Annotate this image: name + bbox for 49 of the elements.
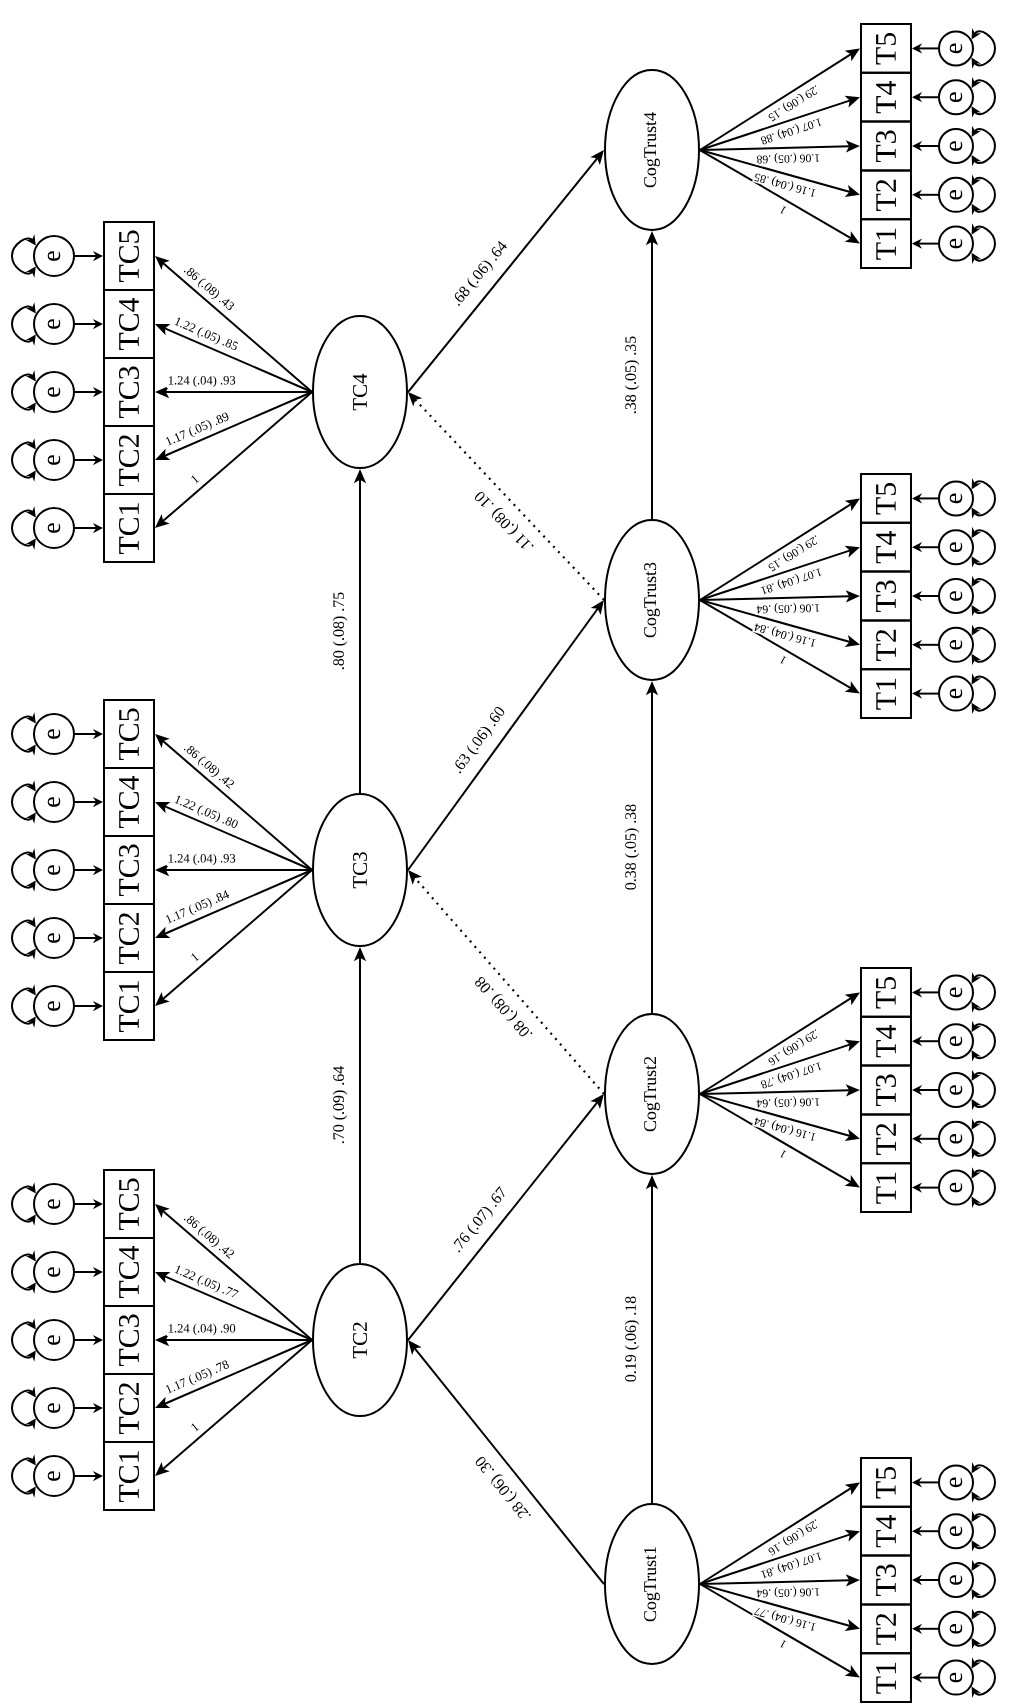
- indicator-box: TC1: [103, 1441, 155, 1511]
- indicator-box: TC4: [103, 1237, 155, 1307]
- ellipse-node: TC3: [312, 793, 408, 947]
- indicator-box: T4: [860, 1015, 912, 1067]
- arrow: [155, 1339, 313, 1476]
- indicator-box: TC3: [103, 357, 155, 427]
- ellipse-node: CogTrust3: [604, 519, 700, 681]
- indicator-box: TC2: [103, 1373, 155, 1443]
- indicator-box: T1: [860, 1162, 912, 1213]
- indicator-box: TC4: [103, 767, 155, 837]
- indicator-box: T2: [860, 1113, 912, 1165]
- indicator-box: TC1: [103, 493, 155, 563]
- ellipse-node: TC2: [312, 1263, 408, 1417]
- indicator-box: T5: [860, 473, 912, 524]
- indicator-box: T2: [860, 1603, 912, 1655]
- indicator-box: TC3: [103, 835, 155, 905]
- indicator-box: T4: [860, 1505, 912, 1557]
- indicator-box: TC3: [103, 1305, 155, 1375]
- indicator-box: T3: [860, 1554, 912, 1606]
- arrow: [155, 734, 313, 871]
- indicator-box: T1: [860, 668, 912, 719]
- dotted-arrow: [408, 392, 605, 601]
- indicator-box: T5: [860, 1457, 912, 1508]
- indicator-box: TC5: [103, 699, 155, 769]
- indicator-box: TC2: [103, 903, 155, 973]
- indicator-box: T3: [860, 120, 912, 172]
- arrow: [155, 256, 313, 393]
- arrow: [155, 391, 313, 528]
- ellipse-node: TC4: [312, 315, 408, 469]
- indicator-box: T5: [860, 967, 912, 1018]
- indicator-box: TC2: [103, 425, 155, 495]
- indicator-box: T5: [860, 23, 912, 74]
- indicator-box: TC1: [103, 971, 155, 1041]
- arrow: [155, 1204, 313, 1341]
- indicator-box: T3: [860, 570, 912, 622]
- indicator-box: T4: [860, 71, 912, 123]
- indicator-box: T2: [860, 619, 912, 671]
- indicator-box: T3: [860, 1064, 912, 1116]
- ellipse-node: CogTrust4: [604, 69, 700, 231]
- arrow: [155, 869, 313, 1006]
- indicator-box: T2: [860, 169, 912, 221]
- indicator-box: T1: [860, 1652, 912, 1703]
- ellipse-node: CogTrust1: [604, 1503, 700, 1665]
- indicator-box: T1: [860, 218, 912, 269]
- indicator-box: TC4: [103, 289, 155, 359]
- indicator-box: TC5: [103, 1169, 155, 1239]
- indicator-box: TC5: [103, 221, 155, 291]
- indicator-box: T4: [860, 521, 912, 573]
- ellipse-node: CogTrust2: [604, 1013, 700, 1175]
